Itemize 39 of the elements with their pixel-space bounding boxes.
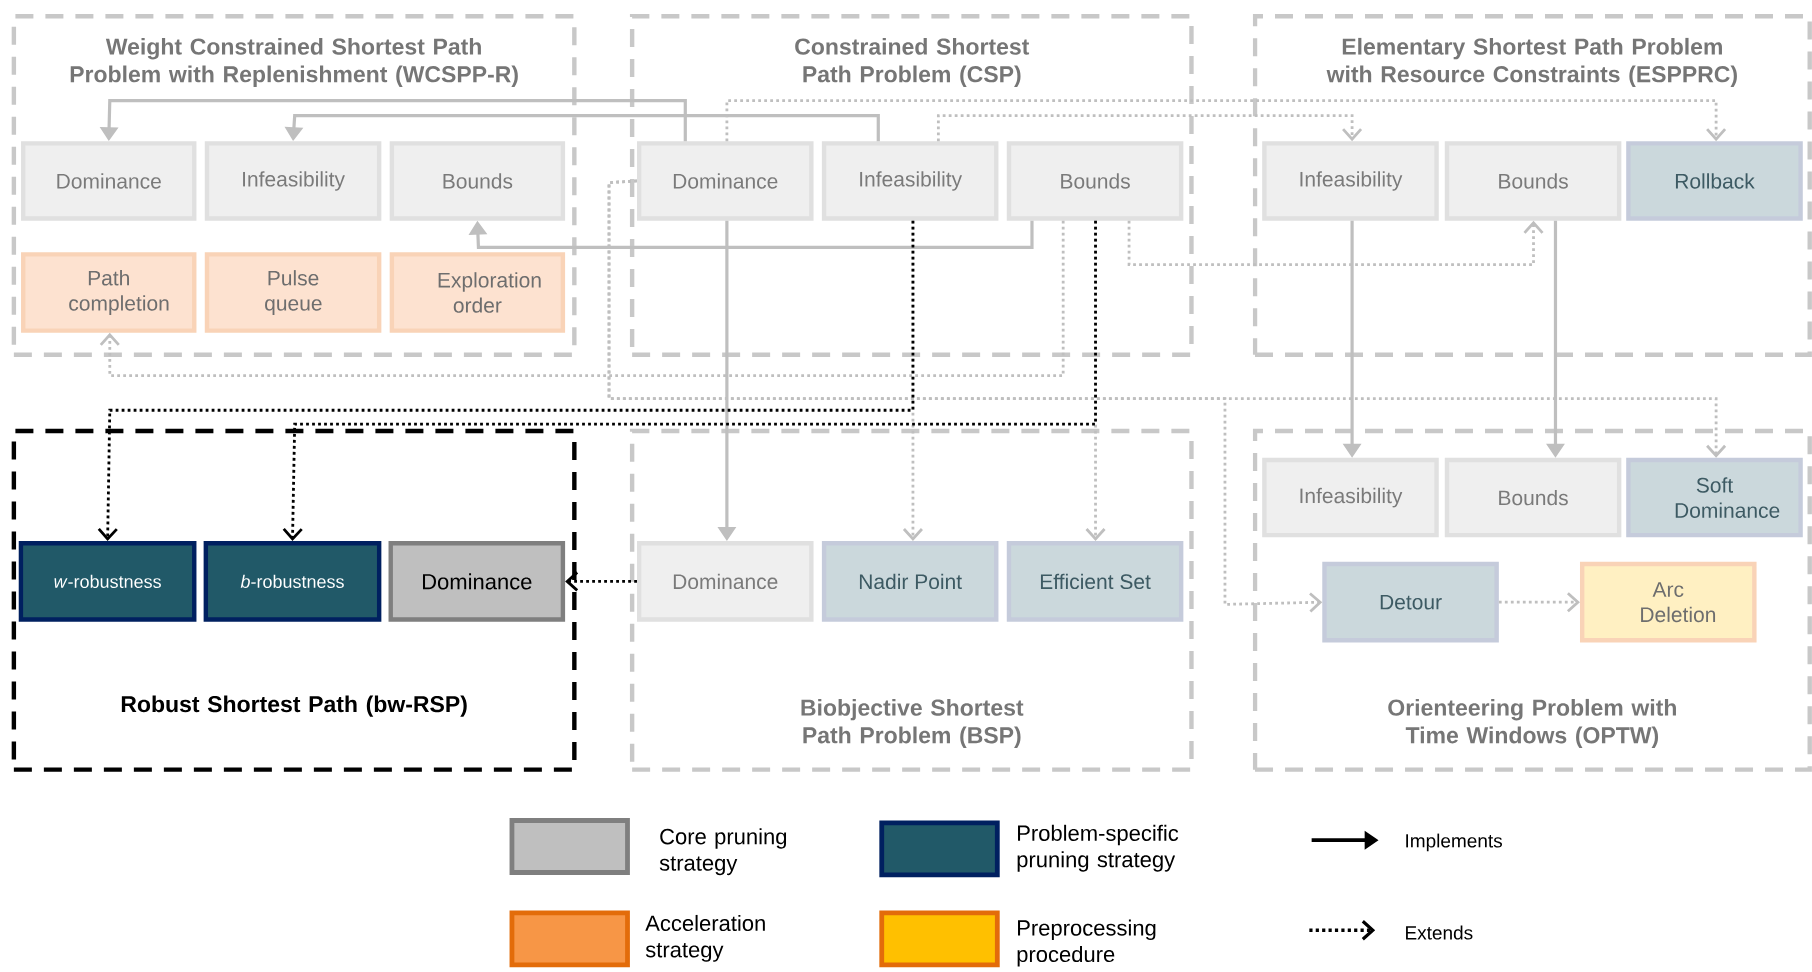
strategy-box: Dominance xyxy=(388,541,566,622)
strategy-box: Dominance xyxy=(636,141,814,221)
strategy-box: Dominance xyxy=(21,141,197,221)
strategy-box: Rollback xyxy=(1626,141,1803,221)
strategy-box: Infeasibility xyxy=(821,141,999,221)
strategy-box: w-robustness xyxy=(18,541,197,622)
strategy-box: Pulse queue xyxy=(204,252,382,333)
strategy-box: Exploration order xyxy=(389,252,566,333)
legend-label: Implements xyxy=(1406,833,1502,852)
strategy-box: Nadir Point xyxy=(821,541,999,622)
strategy-box: b-robustness xyxy=(203,541,382,622)
legend-label: Extends xyxy=(1406,925,1473,940)
arrow xyxy=(936,114,1363,142)
arrow xyxy=(468,220,1034,249)
strategy-box: Infeasibility xyxy=(1262,457,1439,538)
strategy-box: Bounds xyxy=(1006,141,1184,221)
legend-label: Preprocessing procedure xyxy=(1017,919,1156,967)
strategy-box: Soft Dominance xyxy=(1626,457,1803,538)
legend-label: Core pruning strategy xyxy=(659,828,787,876)
strategy-box: Dominance xyxy=(636,541,814,622)
strategy-box: Infeasibility xyxy=(1262,141,1439,221)
strategy-box: Efficient Set xyxy=(1006,541,1184,622)
arrow xyxy=(725,99,1727,142)
strategy-box: Infeasibility xyxy=(204,141,382,221)
strategy-box: Bounds xyxy=(389,141,566,221)
strategy-box: Bounds xyxy=(1444,141,1622,221)
arrow xyxy=(607,179,1323,613)
strategy-box: Arc Deletion xyxy=(1580,561,1757,643)
arrow xyxy=(97,220,915,542)
legend-label: Acceleration strategy xyxy=(645,915,765,962)
legend-label: Problem-specific pruning strategy xyxy=(1017,824,1179,872)
arrow xyxy=(1127,220,1544,267)
strategy-box: Path completion xyxy=(21,252,197,333)
strategy-box: Bounds xyxy=(1444,457,1622,538)
arrow xyxy=(565,571,637,592)
arrow xyxy=(99,220,1065,378)
arrow xyxy=(282,220,1097,542)
strategy-box: Detour xyxy=(1322,561,1499,643)
arrow xyxy=(1498,592,1580,613)
